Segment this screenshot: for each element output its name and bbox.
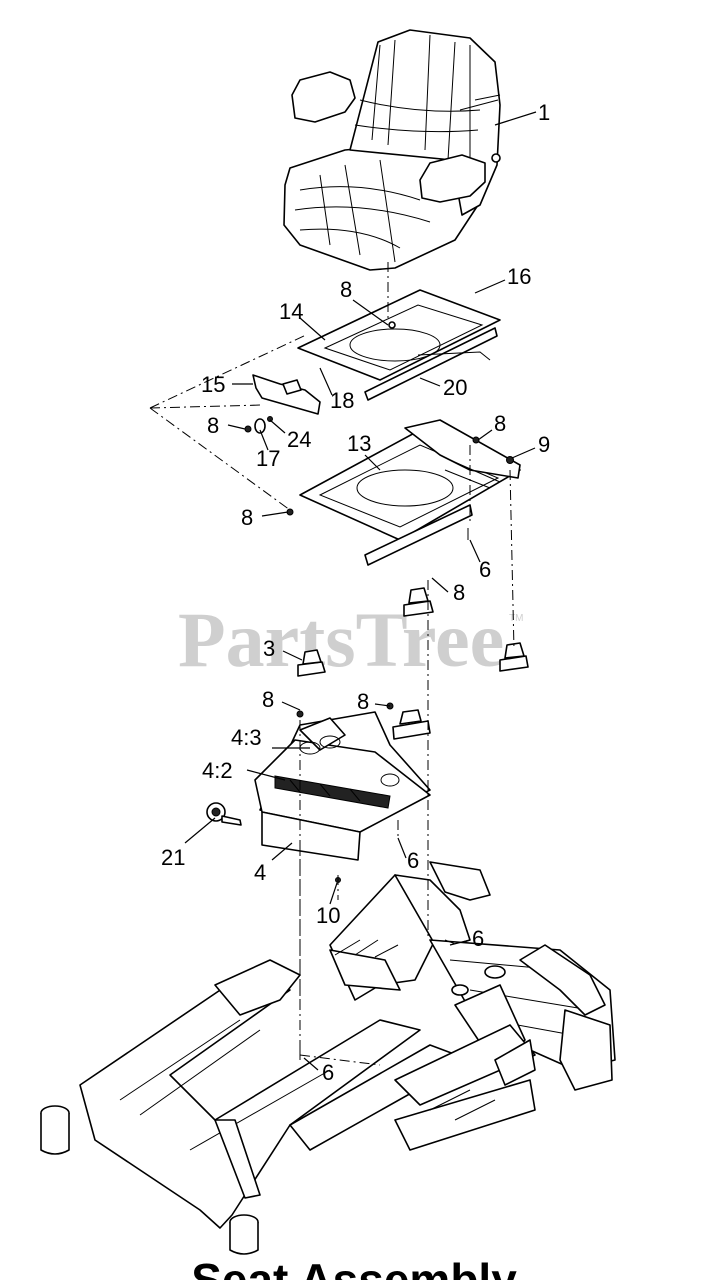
leader-lines (184, 111, 537, 1071)
callout-8[interactable]: 8 (241, 505, 253, 530)
callout-8[interactable]: 8 (357, 689, 369, 714)
isolator-mount-center[interactable] (403, 587, 434, 617)
callout-24[interactable]: 24 (287, 427, 311, 452)
bracket-part-15[interactable] (252, 374, 321, 415)
isolator-mount-right[interactable] (499, 642, 529, 672)
callout-8[interactable]: 8 (453, 580, 465, 605)
callout-6[interactable]: 6 (407, 848, 419, 873)
callout-4-3[interactable]: 4:3 (231, 725, 262, 750)
callout-17[interactable]: 17 (256, 446, 280, 471)
callout-6[interactable]: 6 (472, 926, 484, 951)
front-caster-right[interactable] (229, 1214, 259, 1255)
ignition-key[interactable] (206, 802, 242, 826)
isolator-mount-3[interactable] (297, 649, 326, 677)
seat-mounting-plate[interactable] (297, 289, 501, 401)
watermark-trademark: TM (509, 613, 523, 624)
chassis-frame[interactable] (79, 861, 616, 1229)
callout-6[interactable]: 6 (479, 557, 491, 582)
callout-8[interactable]: 8 (494, 411, 506, 436)
callout-14[interactable]: 14 (279, 299, 303, 324)
watermark: PartsTree (178, 596, 504, 683)
diagram-title: Seat Assembly (191, 1254, 517, 1280)
fasteners-left[interactable] (244, 416, 273, 434)
callout-20[interactable]: 20 (443, 375, 467, 400)
callout-8[interactable]: 8 (207, 413, 219, 438)
isolator-mount-lower[interactable] (386, 702, 431, 740)
callout-4-2[interactable]: 4:2 (202, 758, 233, 783)
callout-3[interactable]: 3 (263, 636, 275, 661)
callout-18[interactable]: 18 (330, 388, 354, 413)
alignment-lines (149, 262, 515, 1066)
callout-8[interactable]: 8 (340, 277, 352, 302)
callout-21[interactable]: 21 (161, 845, 185, 870)
callout-9[interactable]: 9 (538, 432, 550, 457)
seat-base-cover[interactable] (254, 710, 431, 883)
seat-part[interactable] (283, 29, 501, 271)
callout-16[interactable]: 16 (507, 264, 531, 289)
callout-4[interactable]: 4 (254, 860, 266, 885)
callout-labels: 1 8 16 14 15 18 20 8 24 17 13 8 9 8 6 8 … (161, 100, 550, 1085)
callout-1[interactable]: 1 (538, 100, 550, 125)
callout-13[interactable]: 13 (347, 431, 371, 456)
suspension-plate[interactable] (286, 419, 521, 566)
front-caster-left[interactable] (40, 1105, 70, 1155)
callout-6[interactable]: 6 (322, 1060, 334, 1085)
callout-15[interactable]: 15 (201, 372, 225, 397)
callout-8[interactable]: 8 (262, 687, 274, 712)
callout-10[interactable]: 10 (316, 903, 340, 928)
